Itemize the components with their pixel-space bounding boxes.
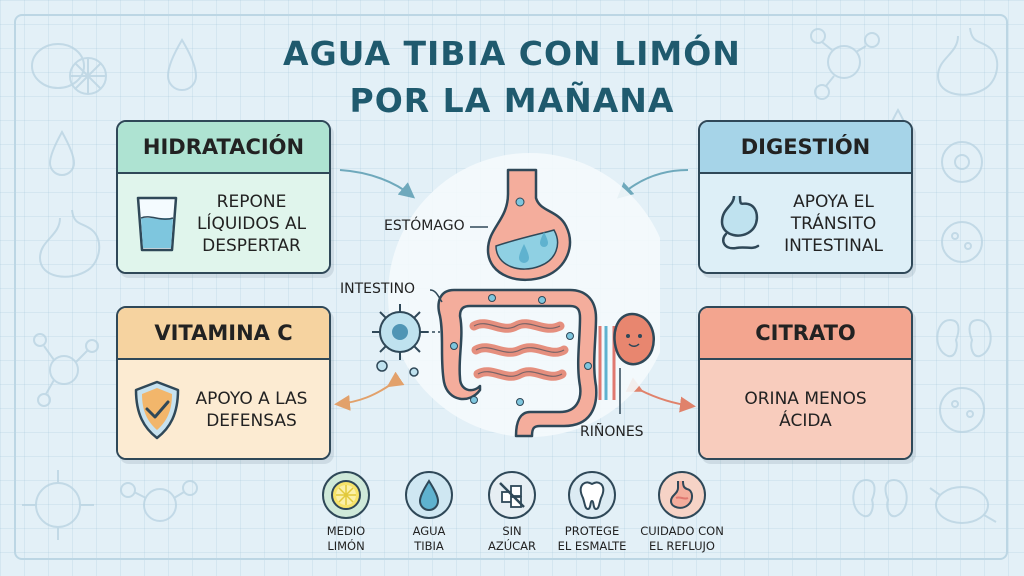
card-citrato: CITRATO ORINA MENOS ÁCIDA: [698, 306, 913, 460]
card-digestion: DIGESTIÓN APOYA EL TRÁNSITO INTESTINAL: [698, 120, 913, 274]
tip-cuidado-reflujo: CUIDADO CON EL REFLUJO: [634, 471, 730, 554]
card-hidratacion-title: HIDRATACIÓN: [118, 122, 329, 174]
tip-medio-limon-label: MEDIO LIMÓN: [326, 524, 366, 553]
lemon-doodle-icon: [31, 43, 107, 95]
tip-medio-limon: MEDIO LIMÓN: [298, 471, 394, 554]
small-intestine: [469, 319, 569, 381]
reflux-stomach-icon: [670, 480, 693, 509]
water-drop-icon: [418, 479, 440, 511]
digestive-system-illustration: [372, 153, 660, 438]
large-intestine: [437, 288, 598, 438]
card-hidratacion-body: REPONE LÍQUIDOS AL DESPERTAR: [118, 174, 329, 272]
kidney-icon: [598, 312, 655, 400]
water-flow-dots: [450, 197, 592, 406]
label-estomago: ESTÓMAGO: [384, 218, 465, 234]
immune-cell-icon: [372, 304, 440, 377]
tip-protege-esmalte-label: PROTEGE EL ESMALTE: [557, 524, 627, 553]
card-vitamina-c-title: VITAMINA C: [118, 308, 329, 360]
tip-agua-tibia: AGUA TIBIA: [381, 471, 477, 554]
no-sugar-icon: [499, 482, 525, 508]
arrow-hidratacion: [339, 169, 416, 199]
kidney-doodle-icon: [936, 318, 992, 358]
stomach-doodle-icon: [38, 209, 101, 278]
card-vitamina-c-body: APOYO A LAS DEFENSAS: [118, 360, 329, 458]
tip-agua-tibia-label: AGUA TIBIA: [412, 524, 446, 553]
card-digestion-title: DIGESTIÓN: [700, 122, 911, 174]
card-vitamina-c: VITAMINA C APOYO A LAS DEFENSAS: [116, 306, 331, 460]
tip-sin-azucar: SIN AZÚCAR: [464, 471, 560, 554]
arrow-vitamina: [334, 371, 405, 411]
arrow-citrato: [625, 377, 696, 413]
tip-cuidado-reflujo-label: CUIDADO CON EL REFLUJO: [640, 524, 724, 553]
bacteria-doodle-icon: [22, 470, 94, 540]
molecule-doodle-icon: [33, 333, 99, 407]
drop-doodle-icon-2: [48, 129, 76, 176]
molecule-doodle-icon-3: [810, 28, 880, 100]
card-digestion-body: APOYA EL TRÁNSITO INTESTINAL: [700, 174, 911, 272]
lemon-icon: [331, 480, 361, 510]
card-hidratacion: HIDRATACIÓN REPONE LÍQUIDOS AL DESPERTAR: [116, 120, 331, 274]
card-vitamina-c-text: APOYO A LAS DEFENSAS: [195, 388, 308, 431]
card-digestion-text: APOYA EL TRÁNSITO INTESTINAL: [784, 191, 883, 256]
card-citrato-title: CITRATO: [700, 308, 911, 360]
cell-doodle-icon-3: [939, 387, 985, 433]
border-frame: [14, 14, 1008, 560]
kidney-doodle-icon-2: [852, 478, 908, 518]
tip-sin-azucar-label: SIN AZÚCAR: [487, 524, 537, 553]
water-glass-icon: [136, 196, 178, 252]
drop-doodle-icon: [166, 38, 198, 91]
shield-check-icon: [134, 380, 180, 440]
cell-doodle-icon-2: [941, 221, 983, 263]
label-intestino: INTESTINO: [340, 281, 416, 297]
card-hidratacion-text: REPONE LÍQUIDOS AL DESPERTAR: [196, 191, 307, 256]
tip-protege-esmalte: PROTEGE EL ESMALTE: [544, 471, 640, 554]
tooth-icon: [579, 481, 605, 510]
bacteria-doodle-icon-2: [929, 486, 997, 524]
cell-doodle-icon: [941, 141, 983, 183]
card-citrato-body: ORINA MENOS ÁCIDA: [700, 360, 911, 458]
label-rinones: RIÑONES: [580, 424, 644, 440]
stomach-doodle-icon-2: [936, 27, 999, 96]
card-citrato-text: ORINA MENOS ÁCIDA: [744, 388, 867, 431]
stomach-icon: [720, 195, 760, 250]
page-title: AGUA TIBIA CON LIMÓN POR LA MAÑANA: [283, 34, 741, 120]
molecule-doodle-icon-2: [120, 480, 198, 522]
